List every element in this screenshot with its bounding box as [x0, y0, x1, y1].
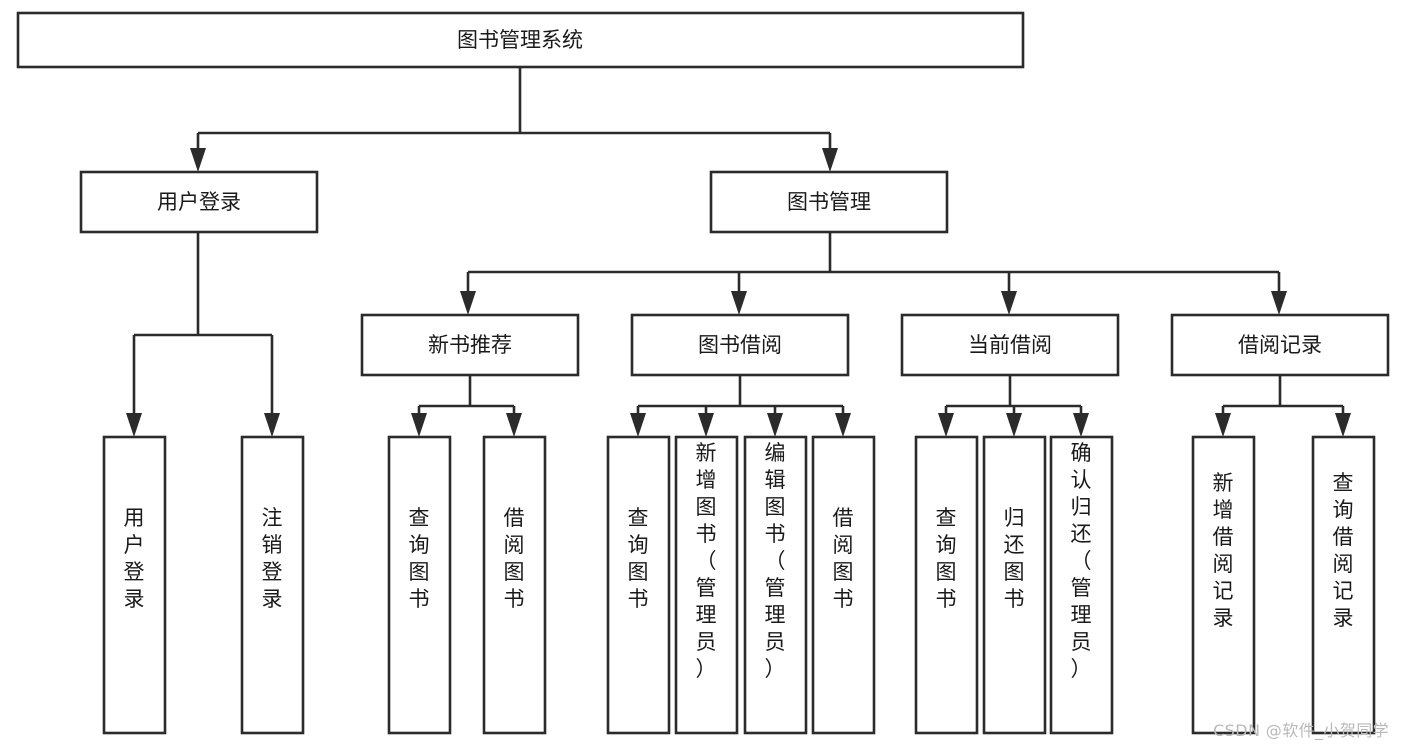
- node-new-book-recommend-label: 新书推荐: [428, 333, 512, 357]
- node-root[interactable]: 图书管理系统: [16, 11, 1025, 69]
- node-leaf-query-record[interactable]: 查询借阅记录: [1311, 435, 1376, 735]
- node-leaf-return-book-box[interactable]: [982, 435, 1047, 735]
- arrowhead-leaf-add-record: [1215, 413, 1231, 437]
- arrowhead-book-borrow: [731, 291, 747, 315]
- node-current-borrow[interactable]: 当前借阅: [900, 313, 1120, 377]
- node-root-label: 图书管理系统: [457, 28, 583, 52]
- node-leaf-borrow-book-1[interactable]: 借阅图书: [482, 435, 547, 735]
- node-leaf-query-record-box[interactable]: [1311, 435, 1376, 735]
- node-leaf-logout-box[interactable]: [240, 435, 305, 735]
- arrowhead-borrow-record: [1271, 291, 1287, 315]
- arrowhead-leaf-query-book-2: [630, 413, 646, 437]
- arrowhead-leaf-query-book-1: [411, 413, 427, 437]
- node-book-manage[interactable]: 图书管理: [709, 170, 949, 234]
- node-new-book-recommend[interactable]: 新书推荐: [360, 313, 580, 377]
- node-leaf-borrow-book-1-label: 借阅图书: [504, 506, 525, 611]
- node-root-box[interactable]: [16, 11, 1025, 69]
- connector-layer: [126, 67, 1351, 437]
- node-user-login[interactable]: 用户登录: [79, 170, 319, 234]
- node-leaf-confirm-return-label: 确认归还（管理员）: [1071, 441, 1092, 681]
- node-leaf-return-book[interactable]: 归还图书: [982, 435, 1047, 735]
- node-leaf-query-book-3[interactable]: 查询图书: [914, 435, 979, 735]
- node-leaf-query-book-2-label: 查询图书: [628, 506, 649, 611]
- node-leaf-logout[interactable]: 注销登录: [240, 435, 305, 735]
- node-user-login-label: 用户登录: [157, 190, 241, 214]
- node-leaf-confirm-return[interactable]: 确认归还（管理员）: [1049, 435, 1114, 735]
- arrowhead-leaf-borrow-book-2: [835, 413, 851, 437]
- arrowhead-current-borrow: [1001, 291, 1017, 315]
- node-leaf-add-book[interactable]: 新增图书（管理员）: [674, 435, 739, 735]
- node-leaf-add-record-box[interactable]: [1191, 435, 1256, 735]
- node-leaf-query-record-label: 查询借阅记录: [1333, 471, 1354, 630]
- node-leaf-borrow-book-1-box[interactable]: [482, 435, 547, 735]
- node-borrow-record[interactable]: 借阅记录: [1170, 313, 1390, 377]
- node-book-borrow[interactable]: 图书借阅: [630, 313, 850, 377]
- node-leaf-edit-book-label: 编辑图书（管理员）: [765, 441, 786, 681]
- csdn-watermark: CSDN @软件_小贺同学: [1213, 721, 1389, 740]
- node-leaf-borrow-book-2[interactable]: 借阅图书: [811, 435, 876, 735]
- node-leaf-confirm-return-box[interactable]: [1049, 435, 1114, 735]
- node-leaf-borrow-book-2-box[interactable]: [811, 435, 876, 735]
- arrowhead-new-book-recommend: [460, 291, 476, 315]
- node-leaf-query-book-1-label: 查询图书: [409, 506, 430, 611]
- node-leaf-user-login-label: 用户登录: [124, 506, 145, 611]
- node-user-login-box[interactable]: [79, 170, 319, 234]
- arrowhead-leaf-borrow-book-1: [506, 413, 522, 437]
- arrowhead-leaf-edit-book: [767, 413, 783, 437]
- node-leaf-query-book-2-box[interactable]: [606, 435, 671, 735]
- node-leaf-user-login-box[interactable]: [102, 435, 167, 735]
- arrowhead-leaf-add-book: [698, 413, 714, 437]
- node-leaf-add-record[interactable]: 新增借阅记录: [1191, 435, 1256, 735]
- node-leaf-query-book-2[interactable]: 查询图书: [606, 435, 671, 735]
- node-book-borrow-box[interactable]: [630, 313, 850, 377]
- node-leaf-logout-label: 注销登录: [262, 506, 283, 611]
- arrowhead-leaf-query-record: [1335, 413, 1351, 437]
- node-leaf-return-book-label: 归还图书: [1004, 506, 1025, 611]
- node-leaf-edit-book-box[interactable]: [743, 435, 808, 735]
- node-leaf-query-book-1-box[interactable]: [387, 435, 452, 735]
- node-leaf-user-login[interactable]: 用户登录: [102, 435, 167, 735]
- node-leaf-query-book-3-box[interactable]: [914, 435, 979, 735]
- arrowhead-leaf-query-book-3: [938, 413, 954, 437]
- node-book-manage-box[interactable]: [709, 170, 949, 234]
- node-leaf-add-record-label: 新增借阅记录: [1213, 471, 1234, 630]
- node-borrow-record-label: 借阅记录: [1238, 333, 1322, 357]
- node-current-borrow-label: 当前借阅: [968, 333, 1052, 357]
- node-leaf-add-book-box[interactable]: [674, 435, 739, 735]
- node-leaf-add-book-label: 新增图书（管理员）: [696, 441, 717, 681]
- arrowhead-book-manage: [822, 148, 838, 172]
- node-current-borrow-box[interactable]: [900, 313, 1120, 377]
- arrowhead-leaf-logout: [264, 413, 280, 437]
- node-leaf-edit-book[interactable]: 编辑图书（管理员）: [743, 435, 808, 735]
- arrowhead-user-login: [190, 148, 206, 172]
- arrowhead-leaf-user-login: [126, 413, 142, 437]
- node-leaf-query-book-3-label: 查询图书: [936, 506, 957, 611]
- node-borrow-record-box[interactable]: [1170, 313, 1390, 377]
- arrowhead-leaf-confirm-return: [1073, 413, 1089, 437]
- node-book-manage-label: 图书管理: [787, 190, 871, 214]
- node-book-borrow-label: 图书借阅: [698, 333, 782, 357]
- arrowhead-leaf-return-book: [1006, 413, 1022, 437]
- node-leaf-query-book-1[interactable]: 查询图书: [387, 435, 452, 735]
- node-leaf-borrow-book-2-label: 借阅图书: [833, 506, 854, 611]
- node-new-book-recommend-box[interactable]: [360, 313, 580, 377]
